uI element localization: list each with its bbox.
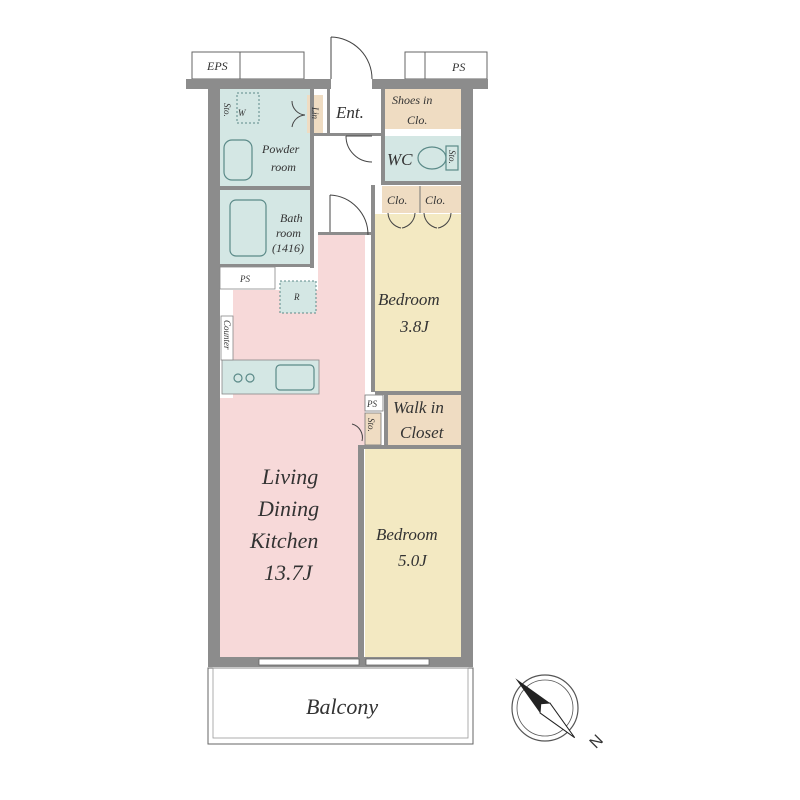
sto-wc-label: Sto.	[447, 150, 457, 164]
powder-room-area	[220, 89, 310, 187]
r-label: R	[293, 292, 300, 302]
shoes-closet-label-2: Clo.	[407, 113, 427, 127]
wash-basin	[223, 139, 253, 181]
sto-top-label: Sto.	[222, 103, 232, 117]
eps-box	[191, 51, 305, 80]
ldk-label-4: 13.7J	[264, 560, 314, 585]
wc-label: WC	[387, 150, 413, 169]
counter-label: Counter	[222, 320, 232, 350]
wall-top-right	[372, 79, 488, 89]
clo-area	[382, 186, 461, 213]
bath-room-label-3: (1416)	[272, 241, 304, 255]
bedroom-1-label-1: Bedroom	[378, 290, 440, 309]
north-label: N	[587, 732, 607, 752]
bathtub	[229, 199, 267, 257]
w-label: W	[238, 108, 247, 118]
walk-in-closet-area	[388, 395, 461, 445]
shoes-closet-label-1: Shoes in	[392, 93, 432, 107]
entrance-area	[330, 89, 382, 134]
bath-room-label-1: Bath	[280, 211, 303, 225]
ldk-label-1: Living	[261, 464, 318, 489]
toilet-tank	[445, 145, 459, 171]
balcony-label: Balcony	[306, 694, 378, 719]
ps-small-label: PS	[366, 399, 377, 409]
balcony-area	[207, 667, 474, 745]
window-bedroom	[365, 658, 430, 666]
ps-small-box	[364, 394, 384, 412]
ldk-area	[220, 232, 365, 657]
wall-right	[461, 89, 473, 667]
counter-strip	[220, 315, 234, 361]
entrance-label: Ent.	[335, 103, 364, 122]
ps-box-top	[404, 51, 488, 80]
bedroom-2-area	[365, 448, 461, 657]
refrigerator-space	[279, 280, 317, 314]
wall-top-left	[186, 79, 331, 89]
clo-label-1: Clo.	[387, 193, 407, 207]
ldk-label-3: Kitchen	[249, 528, 318, 553]
sink	[275, 364, 315, 391]
hall-area	[320, 136, 375, 232]
bath-room-label-2: room	[276, 226, 301, 240]
powder-room-label-2: room	[271, 160, 296, 174]
walk-in-closet-label-2: Closet	[400, 423, 445, 442]
eps-label: EPS	[206, 59, 228, 73]
bedroom-2-label-1: Bedroom	[376, 525, 438, 544]
walk-in-closet-label-1: Walk in	[393, 398, 444, 417]
lin-label: Lin	[310, 106, 320, 120]
clo-label-2: Clo.	[425, 193, 445, 207]
ps-mid-label: PS	[239, 274, 250, 284]
powder-room-label-1: Powder	[261, 142, 300, 156]
shoes-closet-area	[384, 89, 461, 129]
sto-mid-label: Sto.	[366, 418, 376, 432]
wc-area	[384, 136, 461, 181]
ps-top-label: PS	[451, 60, 465, 74]
washer-space	[236, 92, 260, 124]
stove-burner-1	[233, 373, 243, 383]
bedroom-1-label-2: 3.8J	[399, 317, 430, 336]
kitchen-counter	[221, 359, 320, 395]
wall-left	[208, 89, 220, 667]
bedroom-1-area	[375, 214, 461, 391]
bedroom-2-label-2: 5.0J	[398, 551, 428, 570]
window-ldk	[258, 658, 360, 666]
ldk-label-2: Dining	[257, 496, 319, 521]
stove-burner-2	[245, 373, 255, 383]
compass-icon	[511, 674, 579, 742]
